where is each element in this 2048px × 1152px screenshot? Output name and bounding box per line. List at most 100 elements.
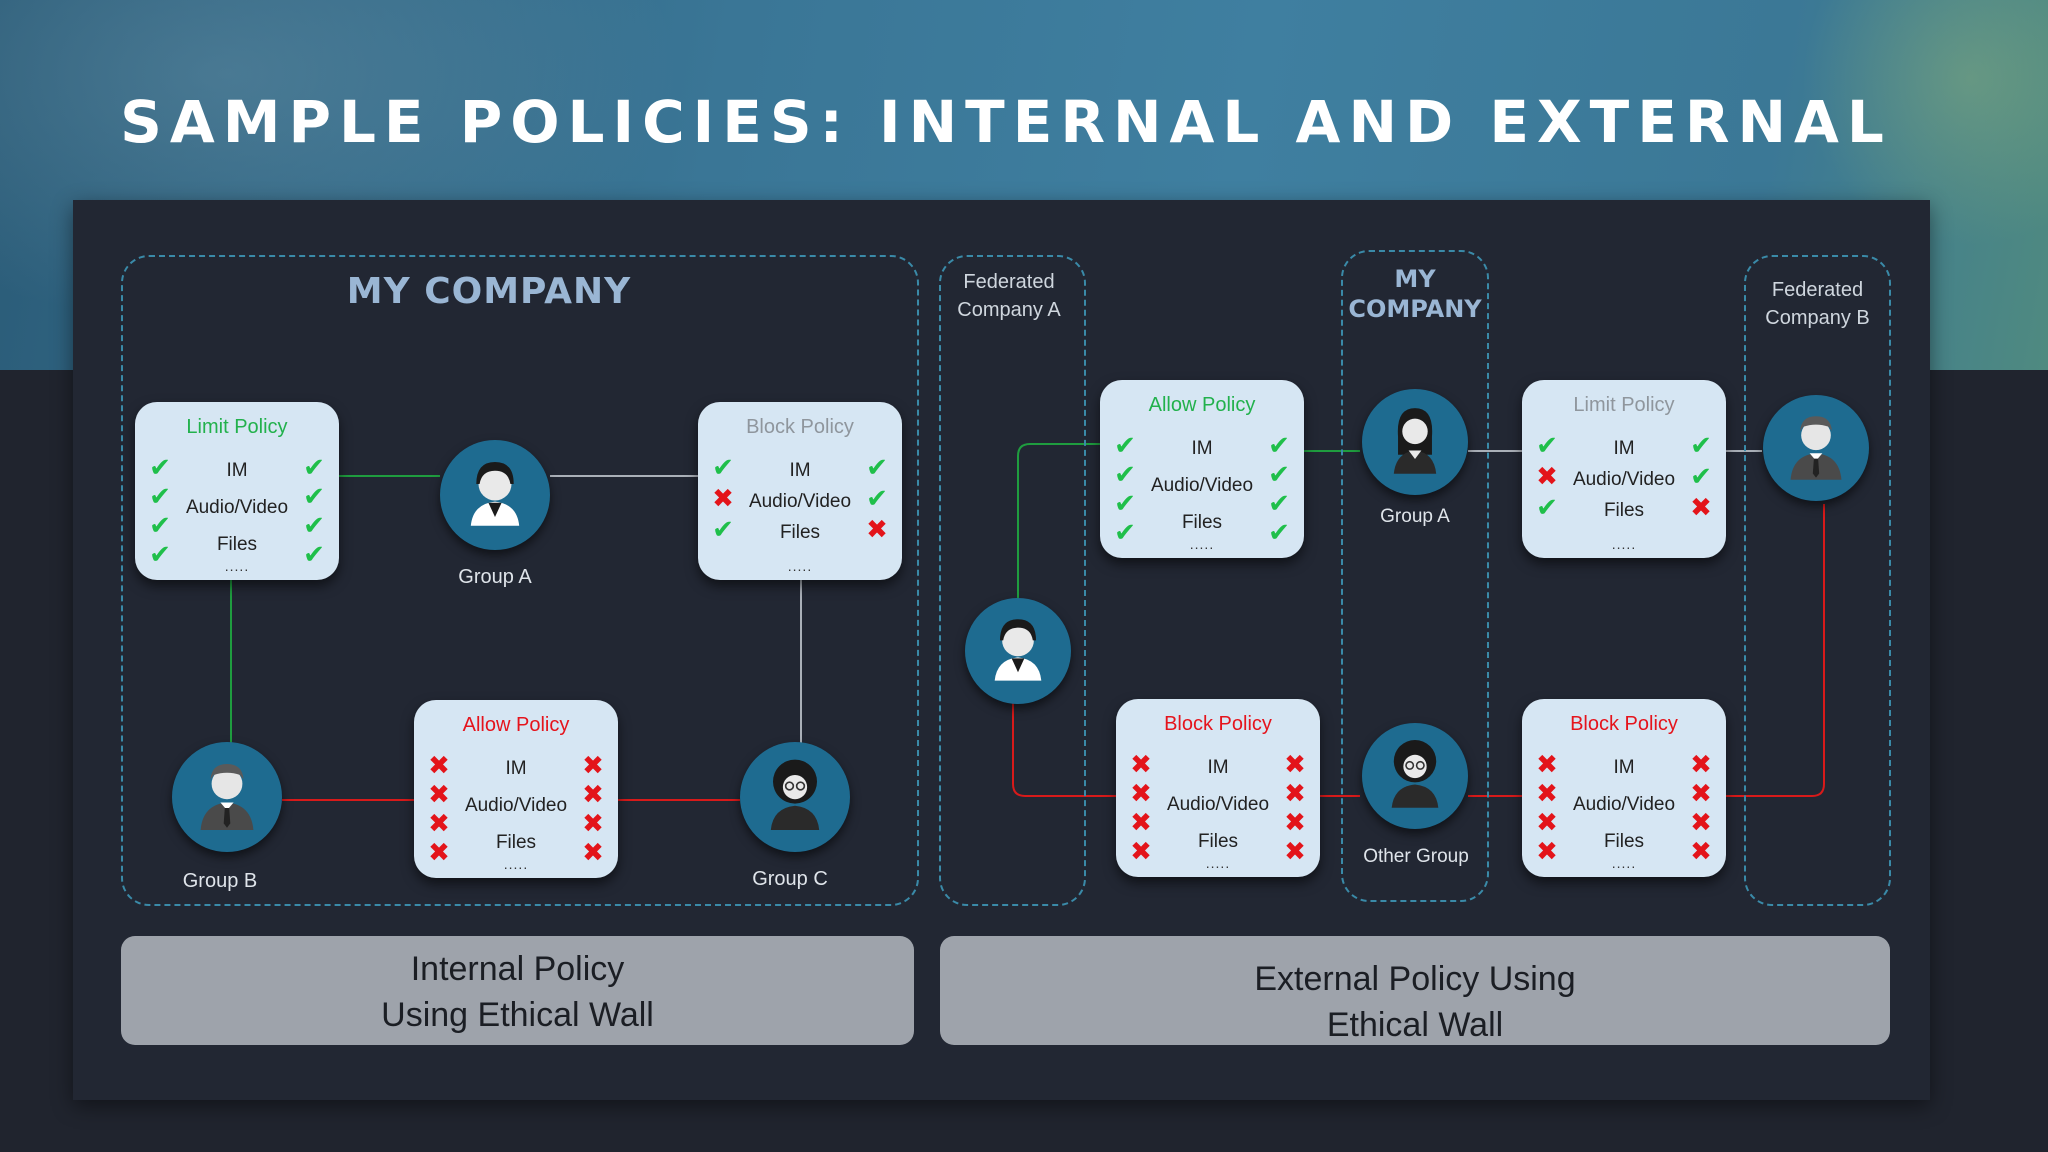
- policy-row: Audio/Video: [414, 791, 618, 821]
- policy-row: Audio/Video: [135, 493, 339, 523]
- person-icon: [770, 759, 820, 830]
- policy-row-label: Files: [1603, 831, 1645, 852]
- check-icon: ✔: [1268, 430, 1290, 460]
- check-icon: ✔: [1690, 430, 1712, 460]
- person-icon: [1393, 408, 1437, 474]
- check-icon: ✔: [1114, 488, 1136, 518]
- policy-title: Block Policy: [1570, 713, 1678, 735]
- policy-row-label: Files: [1181, 512, 1223, 533]
- policy-row: IM: [1522, 434, 1726, 464]
- policy-row-label: Files: [495, 832, 537, 853]
- check-icon: ✔: [1114, 517, 1136, 547]
- policy-more-dots: .....: [1205, 855, 1231, 871]
- policy-row-label: Files: [1603, 500, 1645, 521]
- policy-row: IM: [1522, 753, 1726, 783]
- policy-row: Files: [1522, 496, 1726, 526]
- policy-row: Audio/Video: [1522, 465, 1726, 495]
- cross-icon: ✖: [428, 808, 450, 838]
- zone-federated-company-a: [939, 255, 1086, 906]
- wire-feda-block1: [1012, 700, 1116, 797]
- policy-row-label: IM: [505, 758, 527, 779]
- policy-title: Allow Policy: [462, 714, 570, 736]
- policy-row-label: Audio/Video: [1150, 475, 1254, 496]
- policy-row: Files: [1522, 827, 1726, 857]
- check-icon: ✔: [712, 452, 734, 482]
- group-a-avatar: [440, 440, 550, 550]
- check-icon: ✔: [866, 483, 888, 513]
- group-c-avatar: [740, 742, 850, 852]
- check-icon: ✔: [303, 510, 325, 540]
- check-icon: ✔: [1690, 461, 1712, 491]
- policy-title: Allow Policy: [1148, 394, 1256, 416]
- cross-icon: ✖: [1536, 749, 1558, 779]
- policy-row: IM: [1116, 753, 1320, 783]
- cross-icon: ✖: [1536, 836, 1558, 866]
- cross-icon: ✖: [1690, 836, 1712, 866]
- zone-my-company-internal: [121, 255, 919, 906]
- policy-row-label: Files: [1197, 831, 1239, 852]
- check-icon: ✔: [1536, 430, 1558, 460]
- policy-row-label: Audio/Video: [1572, 794, 1676, 815]
- check-icon: ✔: [303, 452, 325, 482]
- cross-icon: ✖: [1536, 778, 1558, 808]
- policy-row: Audio/Video: [698, 487, 902, 517]
- group-c-label: Group C: [752, 868, 828, 890]
- cross-icon: ✖: [1284, 778, 1306, 808]
- person-icon: [1391, 739, 1439, 808]
- other-group-avatar: [1362, 723, 1468, 829]
- cross-icon: ✖: [1130, 836, 1152, 866]
- check-icon: ✔: [1114, 430, 1136, 460]
- group-b-label: Group B: [182, 870, 258, 892]
- ext-group-a-label: Group A: [1380, 506, 1450, 527]
- policy-title: Limit Policy: [186, 416, 288, 438]
- policy-more-dots: .....: [1611, 536, 1637, 552]
- policy-row-label: IM: [789, 460, 811, 481]
- policy-row: Files: [135, 530, 339, 560]
- cross-icon: ✖: [712, 483, 734, 513]
- check-icon: ✔: [149, 539, 171, 569]
- cross-icon: ✖: [428, 779, 450, 809]
- policy-row-label: Files: [779, 522, 821, 543]
- check-icon: ✔: [1268, 488, 1290, 518]
- person-icon: [470, 462, 520, 526]
- policy-more-dots: .....: [224, 558, 250, 574]
- zone-my-company-external: [1341, 250, 1489, 902]
- person-icon: [994, 619, 1042, 681]
- check-icon: ✔: [1268, 517, 1290, 547]
- check-icon: ✔: [1536, 492, 1558, 522]
- policy-more-dots: .....: [1611, 855, 1637, 871]
- cross-icon: ✖: [1536, 461, 1558, 491]
- policy-row: Audio/Video: [1522, 790, 1726, 820]
- ext-group-a-avatar: [1362, 389, 1468, 495]
- person-icon: [200, 764, 254, 830]
- check-icon: ✔: [149, 481, 171, 511]
- policy-row-label: IM: [1613, 757, 1635, 778]
- check-icon: ✔: [1114, 459, 1136, 489]
- policy-more-dots: .....: [1189, 536, 1215, 552]
- cross-icon: ✖: [1284, 749, 1306, 779]
- policy-row: IM: [414, 754, 618, 784]
- cross-icon: ✖: [1130, 778, 1152, 808]
- cross-icon: ✖: [1690, 807, 1712, 837]
- cross-icon: ✖: [428, 837, 450, 867]
- policy-row: Files: [698, 518, 902, 548]
- policy-row: IM: [135, 456, 339, 486]
- policy-row: Files: [1116, 827, 1320, 857]
- group-b-avatar: [172, 742, 282, 852]
- policy-title: Block Policy: [746, 416, 854, 438]
- policy-title: Block Policy: [1164, 713, 1272, 735]
- policy-row-label: IM: [1191, 438, 1213, 459]
- wire-feda-allow: [1017, 443, 1100, 600]
- wire-block2-fedb: [1726, 504, 1825, 797]
- zone-federated-company-b: [1744, 255, 1891, 906]
- policy-row-label: IM: [226, 460, 248, 481]
- policy-row-label: Audio/Video: [185, 497, 289, 518]
